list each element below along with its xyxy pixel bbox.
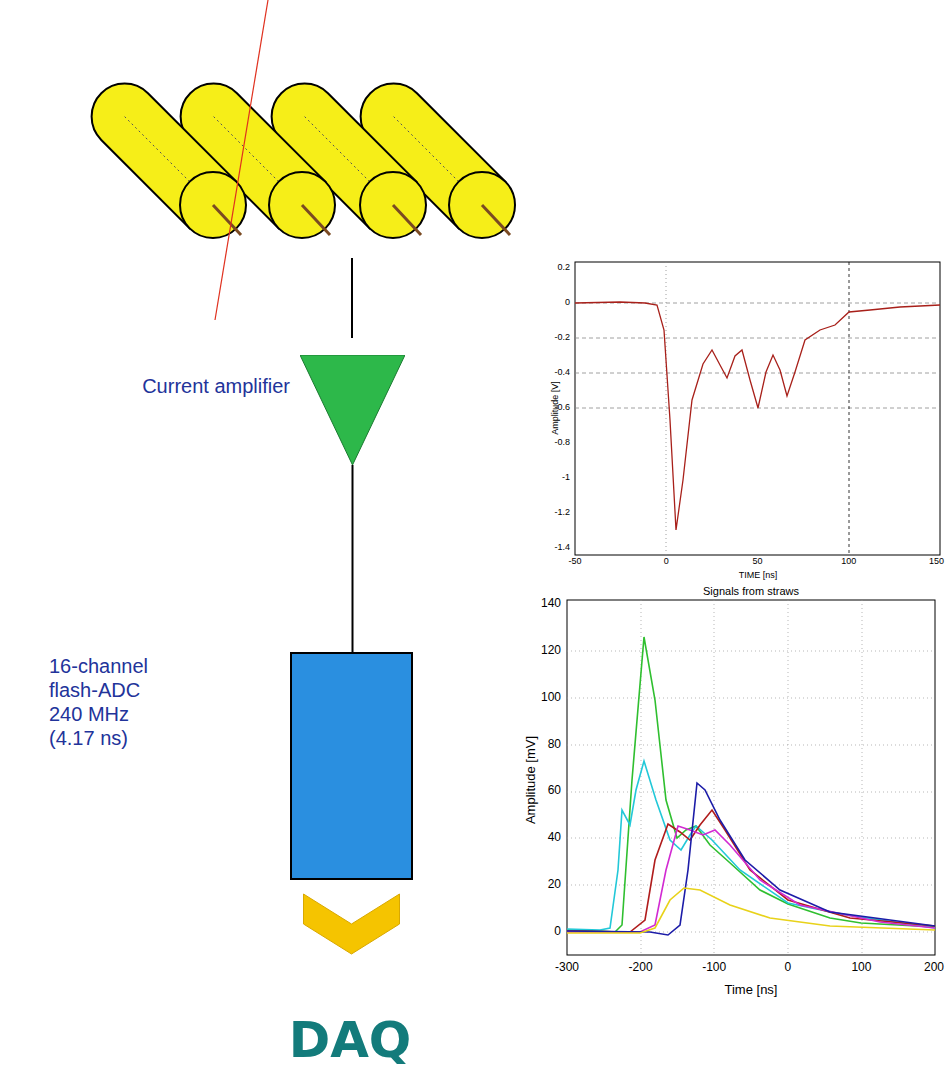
amplifier-label: Current amplifier	[142, 375, 290, 398]
tick-label: -50	[568, 557, 581, 567]
tick-label: -1.4	[554, 543, 570, 553]
tick-label: -0.4	[554, 368, 570, 378]
tick-label: 200	[924, 961, 944, 974]
axis-title: Amplitude [mV]	[524, 736, 538, 824]
tick-label: 0	[784, 961, 791, 974]
tick-label: -1.2	[554, 508, 570, 518]
axis-title: Time [ns]	[725, 983, 778, 997]
tick-label: 60	[548, 785, 561, 798]
tick-label: -200	[629, 961, 653, 974]
tick-label: 20	[548, 879, 561, 892]
particle-track	[215, 0, 268, 320]
connector	[304, 894, 400, 954]
tick-label: 100	[841, 557, 856, 567]
tick-label: -300	[555, 961, 579, 974]
tick-label: -1	[562, 473, 570, 483]
tick-label: 40	[548, 832, 561, 845]
connector	[352, 465, 353, 652]
plot-title: Signals from straws	[703, 585, 799, 597]
signal-wire	[351, 258, 353, 338]
tick-label: -100	[702, 961, 726, 974]
straw-signal-plot	[567, 600, 935, 955]
current-amplifier: Current amplifier	[300, 355, 405, 465]
tick-label: -0.2	[554, 333, 570, 343]
pulse-plot	[575, 262, 940, 555]
tick-label: -0.8	[554, 438, 570, 448]
tick-label: 0	[554, 925, 561, 938]
axis-title: Amplitude [V]	[551, 381, 561, 435]
daq: DAQ	[230, 1005, 470, 1075]
adc-label: 16-channel flash-ADC 240 MHz (4.17 ns)	[49, 654, 174, 750]
tick-label: 120	[541, 644, 561, 657]
straw-tubes	[92, 84, 515, 238]
tick-label: 0	[565, 298, 570, 308]
tick-label: 100	[541, 691, 561, 704]
tick-label: 80	[548, 738, 561, 751]
tick-label: 150	[929, 557, 944, 567]
tick-label: 140	[541, 597, 561, 610]
axis-title: TIME [ns]	[739, 571, 778, 581]
tick-label: 0	[664, 557, 669, 567]
tick-label: 0.2	[557, 263, 570, 273]
tick-label: 100	[851, 961, 871, 974]
tick-label: 50	[752, 557, 762, 567]
flash-adc: 16-channel flash-ADC 240 MHz (4.17 ns)	[290, 652, 413, 880]
daq-label: DAQ	[230, 1005, 470, 1075]
